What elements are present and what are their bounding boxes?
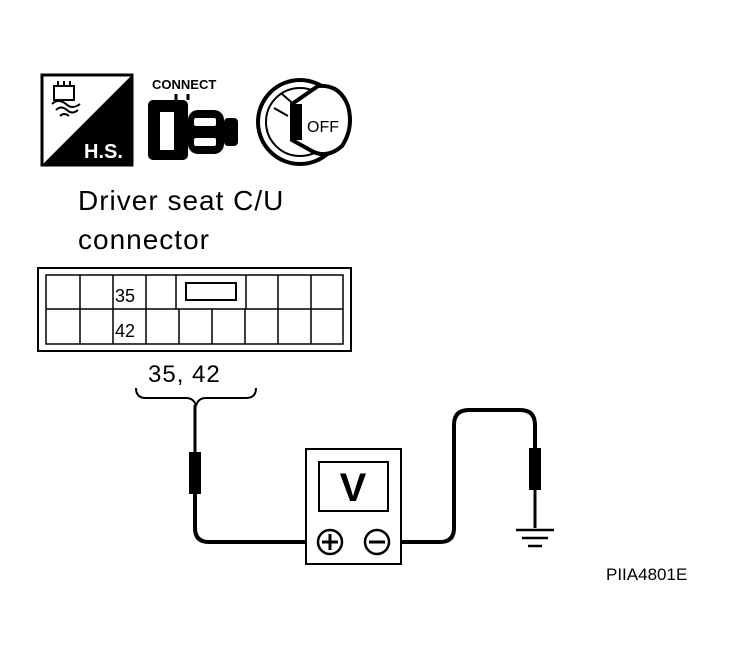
connect-icon: CONNECT (148, 77, 238, 160)
pins-brace (135, 387, 257, 407)
pin-42-label: 42 (115, 321, 135, 341)
ground-icon (516, 528, 554, 548)
harness-label: H.S. (84, 141, 123, 163)
pin-35-label: 35 (115, 286, 135, 306)
ignition-off-icon: OFF (256, 78, 352, 166)
figure-code: PIIA4801E (606, 565, 687, 584)
connector-title-line1: Driver seat C/U (78, 185, 284, 216)
connect-label: CONNECT (152, 77, 216, 92)
harness-icon: H.S. (40, 73, 134, 167)
positive-probe-lead (189, 405, 310, 544)
voltmeter-display-label: V (340, 466, 367, 510)
connector-title-line2: connector (78, 224, 210, 255)
negative-probe-lead (396, 408, 541, 544)
positive-terminal-icon (316, 528, 344, 556)
negative-terminal-icon (363, 528, 391, 556)
voltmeter: V (305, 448, 402, 565)
connector-face: 35 42 (37, 267, 352, 352)
ignition-off-label: OFF (307, 119, 339, 136)
pins-callout-label: 35, 42 (148, 361, 221, 388)
